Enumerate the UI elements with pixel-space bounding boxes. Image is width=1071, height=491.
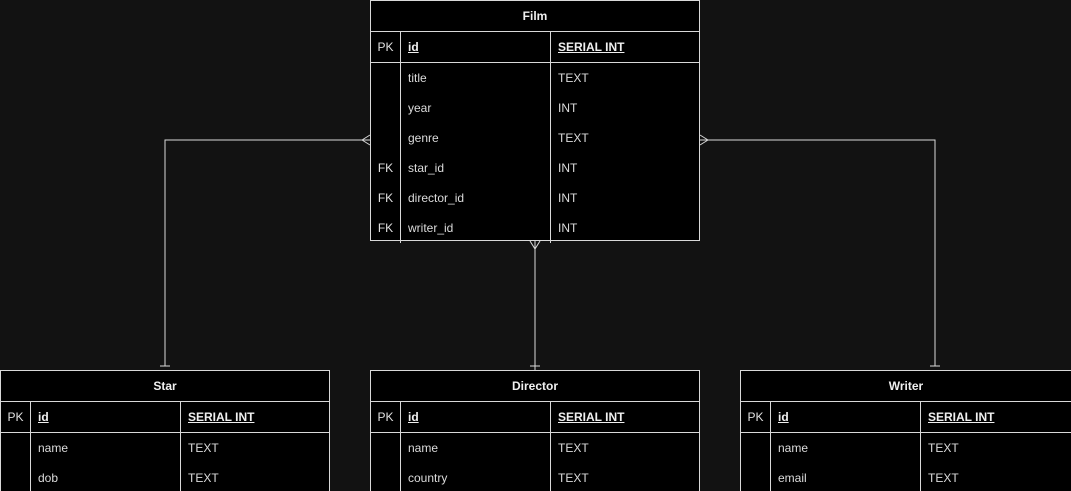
column-name: year (401, 93, 551, 123)
entity-row[interactable]: dob TEXT (1, 463, 329, 491)
entity-row[interactable]: FK director_id INT (371, 183, 699, 213)
column-name: name (771, 433, 921, 463)
key-marker (1, 463, 31, 491)
entity-row[interactable]: title TEXT (371, 63, 699, 93)
entity-row[interactable]: PK id SERIAL INT (741, 402, 1071, 433)
column-name: id (401, 402, 551, 432)
column-type: SERIAL INT (188, 410, 255, 424)
column-type: TEXT (928, 441, 959, 455)
column-type: TEXT (558, 71, 589, 85)
column-type: INT (558, 101, 578, 115)
entity-row[interactable]: country TEXT (371, 463, 699, 491)
column-name: star_id (401, 153, 551, 183)
entity-title: Writer (741, 371, 1071, 402)
column-type: TEXT (558, 441, 589, 455)
column-type: INT (558, 161, 578, 175)
column-type: INT (558, 191, 578, 205)
column-name: id (401, 32, 551, 62)
relationship-writer-film[interactable] (699, 134, 940, 367)
key-marker (371, 433, 401, 463)
column-name: id (771, 402, 921, 432)
key-marker (371, 63, 401, 93)
entity-row[interactable]: year INT (371, 93, 699, 123)
entity-director[interactable]: Director PK id SERIAL INT name TEXT coun… (370, 370, 700, 491)
relationship-director-film[interactable] (529, 240, 541, 370)
key-marker (371, 93, 401, 123)
entity-writer[interactable]: Writer PK id SERIAL INT name TEXT email … (740, 370, 1071, 491)
column-name: name (401, 433, 551, 463)
entity-row[interactable]: name TEXT (741, 433, 1071, 463)
column-type: TEXT (558, 131, 589, 145)
column-name: email (771, 463, 921, 491)
entity-row[interactable]: FK writer_id INT (371, 213, 699, 243)
key-marker (741, 463, 771, 491)
entity-row[interactable]: PK id SERIAL INT (371, 32, 699, 63)
entity-row[interactable]: email TEXT (741, 463, 1071, 491)
column-name: genre (401, 123, 551, 153)
column-name: writer_id (401, 213, 551, 243)
entity-title: Director (371, 371, 699, 402)
column-type: TEXT (928, 471, 959, 485)
column-name: title (401, 63, 551, 93)
key-marker: FK (371, 153, 401, 183)
entity-row[interactable]: PK id SERIAL INT (1, 402, 329, 433)
column-type: INT (558, 221, 578, 235)
entity-title: Film (371, 1, 699, 32)
column-type: TEXT (188, 471, 219, 485)
entity-film[interactable]: Film PK id SERIAL INT title TEXT year IN… (370, 0, 700, 243)
column-type: SERIAL INT (558, 410, 625, 424)
column-type: TEXT (188, 441, 219, 455)
column-name: name (31, 433, 181, 463)
key-marker: PK (371, 402, 401, 432)
entity-title: Star (1, 371, 329, 402)
relationship-star-film[interactable] (160, 134, 371, 367)
key-marker: FK (371, 183, 401, 213)
column-name: id (31, 402, 181, 432)
key-marker: PK (741, 402, 771, 432)
column-name: director_id (401, 183, 551, 213)
key-marker: PK (371, 32, 401, 62)
column-name: country (401, 463, 551, 491)
entity-row[interactable]: FK star_id INT (371, 153, 699, 183)
key-marker: PK (1, 402, 31, 432)
key-marker (741, 433, 771, 463)
entity-row[interactable]: PK id SERIAL INT (371, 402, 699, 433)
key-marker: FK (371, 213, 401, 243)
entity-row[interactable]: name TEXT (371, 433, 699, 463)
entity-star[interactable]: Star PK id SERIAL INT name TEXT dob TEXT (0, 370, 330, 491)
column-name: dob (31, 463, 181, 491)
column-type: TEXT (558, 471, 589, 485)
entity-row[interactable]: name TEXT (1, 433, 329, 463)
column-type: SERIAL INT (558, 40, 625, 54)
column-type: SERIAL INT (928, 410, 995, 424)
key-marker (1, 433, 31, 463)
key-marker (371, 463, 401, 491)
entity-row[interactable]: genre TEXT (371, 123, 699, 153)
key-marker (371, 123, 401, 153)
